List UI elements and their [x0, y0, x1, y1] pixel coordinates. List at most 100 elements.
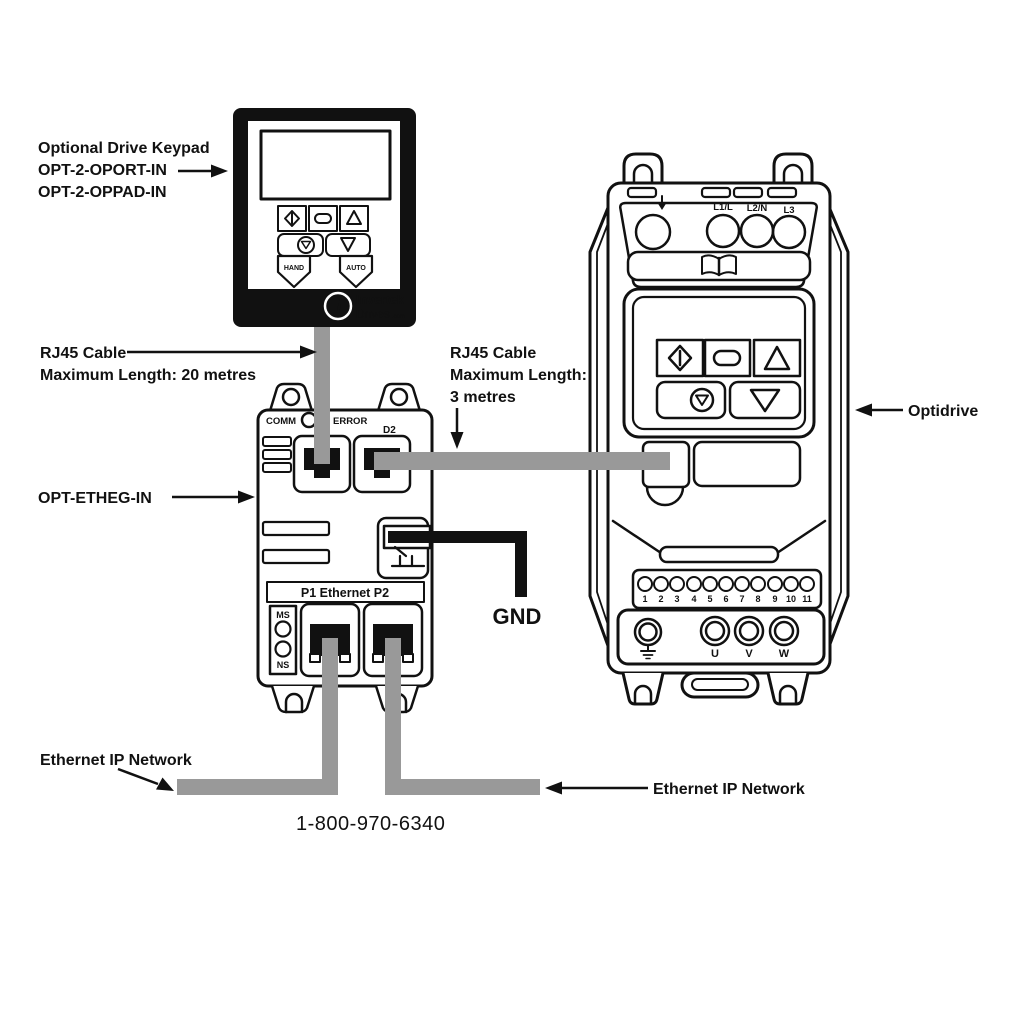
svg-text:7: 7: [739, 594, 744, 604]
drive-mount-tab-bottom-left: [621, 671, 665, 706]
drive-labels: L1/L L2/N L3 1 2 3 4 5 6 7 8 9 10 11 U V…: [642, 202, 811, 660]
drive-control-terminal-strip: [631, 568, 823, 610]
output-terminals: [633, 615, 800, 647]
gateway-ethernet-label-box: [266, 581, 425, 603]
terminal-label-l1: L1/L: [713, 202, 733, 213]
auto-label: AUTO: [346, 265, 366, 272]
drive-rj45-thumb-recess: [645, 485, 685, 507]
drive-ground-arrow-icon: [657, 195, 667, 210]
gateway-vents-wide: [261, 520, 331, 565]
optidrive-callout: Optidrive: [908, 403, 978, 420]
d2-label: D2: [383, 425, 396, 436]
drive-terminal-l1: [705, 213, 741, 249]
control-terminal-numbers: 1 2 3 4 5 6 7 8 9 10 11: [642, 594, 811, 604]
ethernet-ports-label: P1 Ethernet P2: [301, 586, 389, 600]
hand-label: HAND: [284, 265, 304, 272]
cables: [177, 327, 670, 795]
keypad-callout-line3: OPT-2-OPPAD-IN: [38, 184, 167, 201]
rj45-keypad-arrow: [127, 345, 317, 359]
svg-text:10: 10: [786, 594, 796, 604]
gateway-mount-hole-top-left: [281, 387, 301, 407]
ethernet-left-label: Ethernet IP Network: [40, 752, 192, 769]
logo-circle: [323, 291, 353, 321]
error-label: ERROR: [333, 416, 367, 427]
svg-text:2: 2: [658, 594, 663, 604]
svg-text:8: 8: [755, 594, 760, 604]
keypad-navigate-icon: [314, 213, 332, 224]
drive-mount-tab-top-right: [772, 152, 814, 186]
drive-right-bevel: [819, 186, 850, 670]
drive-mount-tab-top-left: [622, 152, 664, 186]
invertek-logo: i Invertek Drives .com: [323, 291, 405, 321]
output-label-w: W: [779, 648, 790, 660]
keypad-display: [259, 129, 392, 201]
terminal-label-l2: L2/N: [747, 203, 768, 214]
phone-number: 1-800-970-6340: [296, 813, 445, 835]
logo-sub: Drives: [356, 307, 390, 321]
gnd-cable: [388, 531, 527, 597]
drive-rj45-cable: [374, 452, 670, 470]
keypad-navigate-button: [308, 205, 338, 232]
keypad-callout-line1: Optional Drive Keypad: [38, 140, 210, 157]
output-label-v: V: [745, 648, 753, 660]
optidrive-arrow: [855, 403, 903, 417]
drive-down-button: [728, 380, 802, 420]
ground-symbol-icon: [390, 545, 426, 568]
up-arrow-icon: [763, 345, 791, 371]
comm-label: COMM: [266, 416, 296, 427]
gnd-label: GND: [493, 604, 542, 629]
gateway-msns-box: [268, 604, 298, 676]
keypad-auto-button: [338, 254, 374, 289]
keypad-stop-button: [277, 233, 324, 257]
callouts: Optional Drive Keypad OPT-2-OPORT-IN OPT…: [38, 140, 978, 835]
keypad-start-icon: [284, 210, 300, 227]
keypad-hand-button: [276, 254, 312, 289]
gateway-vents-small: [262, 436, 292, 473]
svg-text:4: 4: [691, 594, 696, 604]
svg-text:3: 3: [674, 594, 679, 604]
gateway-callout: OPT-ETHEG-IN: [38, 490, 152, 507]
ethernet-cable-right: [385, 638, 540, 795]
keypad-rj45-cable: [314, 327, 330, 464]
output-label-u: U: [711, 648, 719, 660]
p2-led-right: [402, 653, 414, 663]
gateway-labels: COMM ERROR D2 P1 Ethernet P2 MS NS: [266, 416, 396, 670]
p1-led-right: [339, 653, 351, 663]
logo-initial: i: [336, 297, 342, 318]
gateway-mount-hole-top-right: [389, 387, 409, 407]
drive-mount-tab-bottom-left-arch: [633, 684, 653, 706]
rj45-drive-arrow: [450, 408, 464, 449]
ethernet-right-arrow: [545, 781, 648, 795]
navigate-icon: [712, 349, 742, 367]
drive-bottom-slot: [680, 671, 760, 699]
ns-led: [274, 640, 292, 658]
remote-keypad: HAND AUTO i Invertek Drives .com: [233, 108, 416, 327]
keypad-up-button: [339, 205, 369, 232]
down-arrow-icon: [749, 388, 781, 413]
drive-navigate-button: [703, 338, 752, 378]
terminal-label-l3: L3: [783, 205, 794, 216]
control-terminal-holes: [637, 576, 815, 592]
keypad-stop-icon: [297, 236, 315, 254]
output-ground-icon: [640, 645, 656, 660]
keypad-callout-line2: OPT-2-OPORT-IN: [38, 162, 167, 179]
gateway-mount-tab-bottom-left: [270, 684, 316, 714]
drive-mount-tab-top-left-arch: [632, 163, 654, 186]
rj45-keypad-line2: Maximum Length: 20 metres: [40, 367, 256, 384]
p1-led-left: [309, 653, 321, 663]
ethernet-right-label: Ethernet IP Network: [653, 781, 805, 798]
rj45-drive-line2: Maximum Length:: [450, 367, 587, 384]
gateway-mount-tab-bottom-left-arch: [284, 692, 304, 714]
rj45-drive-line3: 3 metres: [450, 389, 516, 406]
ethernet-cable-left: [177, 638, 338, 795]
stop-icon: [689, 387, 715, 413]
drive-mount-tab-bottom-right-arch: [778, 684, 798, 706]
ms-label: MS: [276, 610, 290, 620]
ms-led: [274, 620, 292, 638]
rj45-drive-line1: RJ45 Cable: [450, 345, 536, 362]
drive-mount-tab-bottom-right: [766, 671, 810, 706]
logo-suffix: .com: [392, 314, 405, 320]
svg-text:1: 1: [642, 594, 647, 604]
